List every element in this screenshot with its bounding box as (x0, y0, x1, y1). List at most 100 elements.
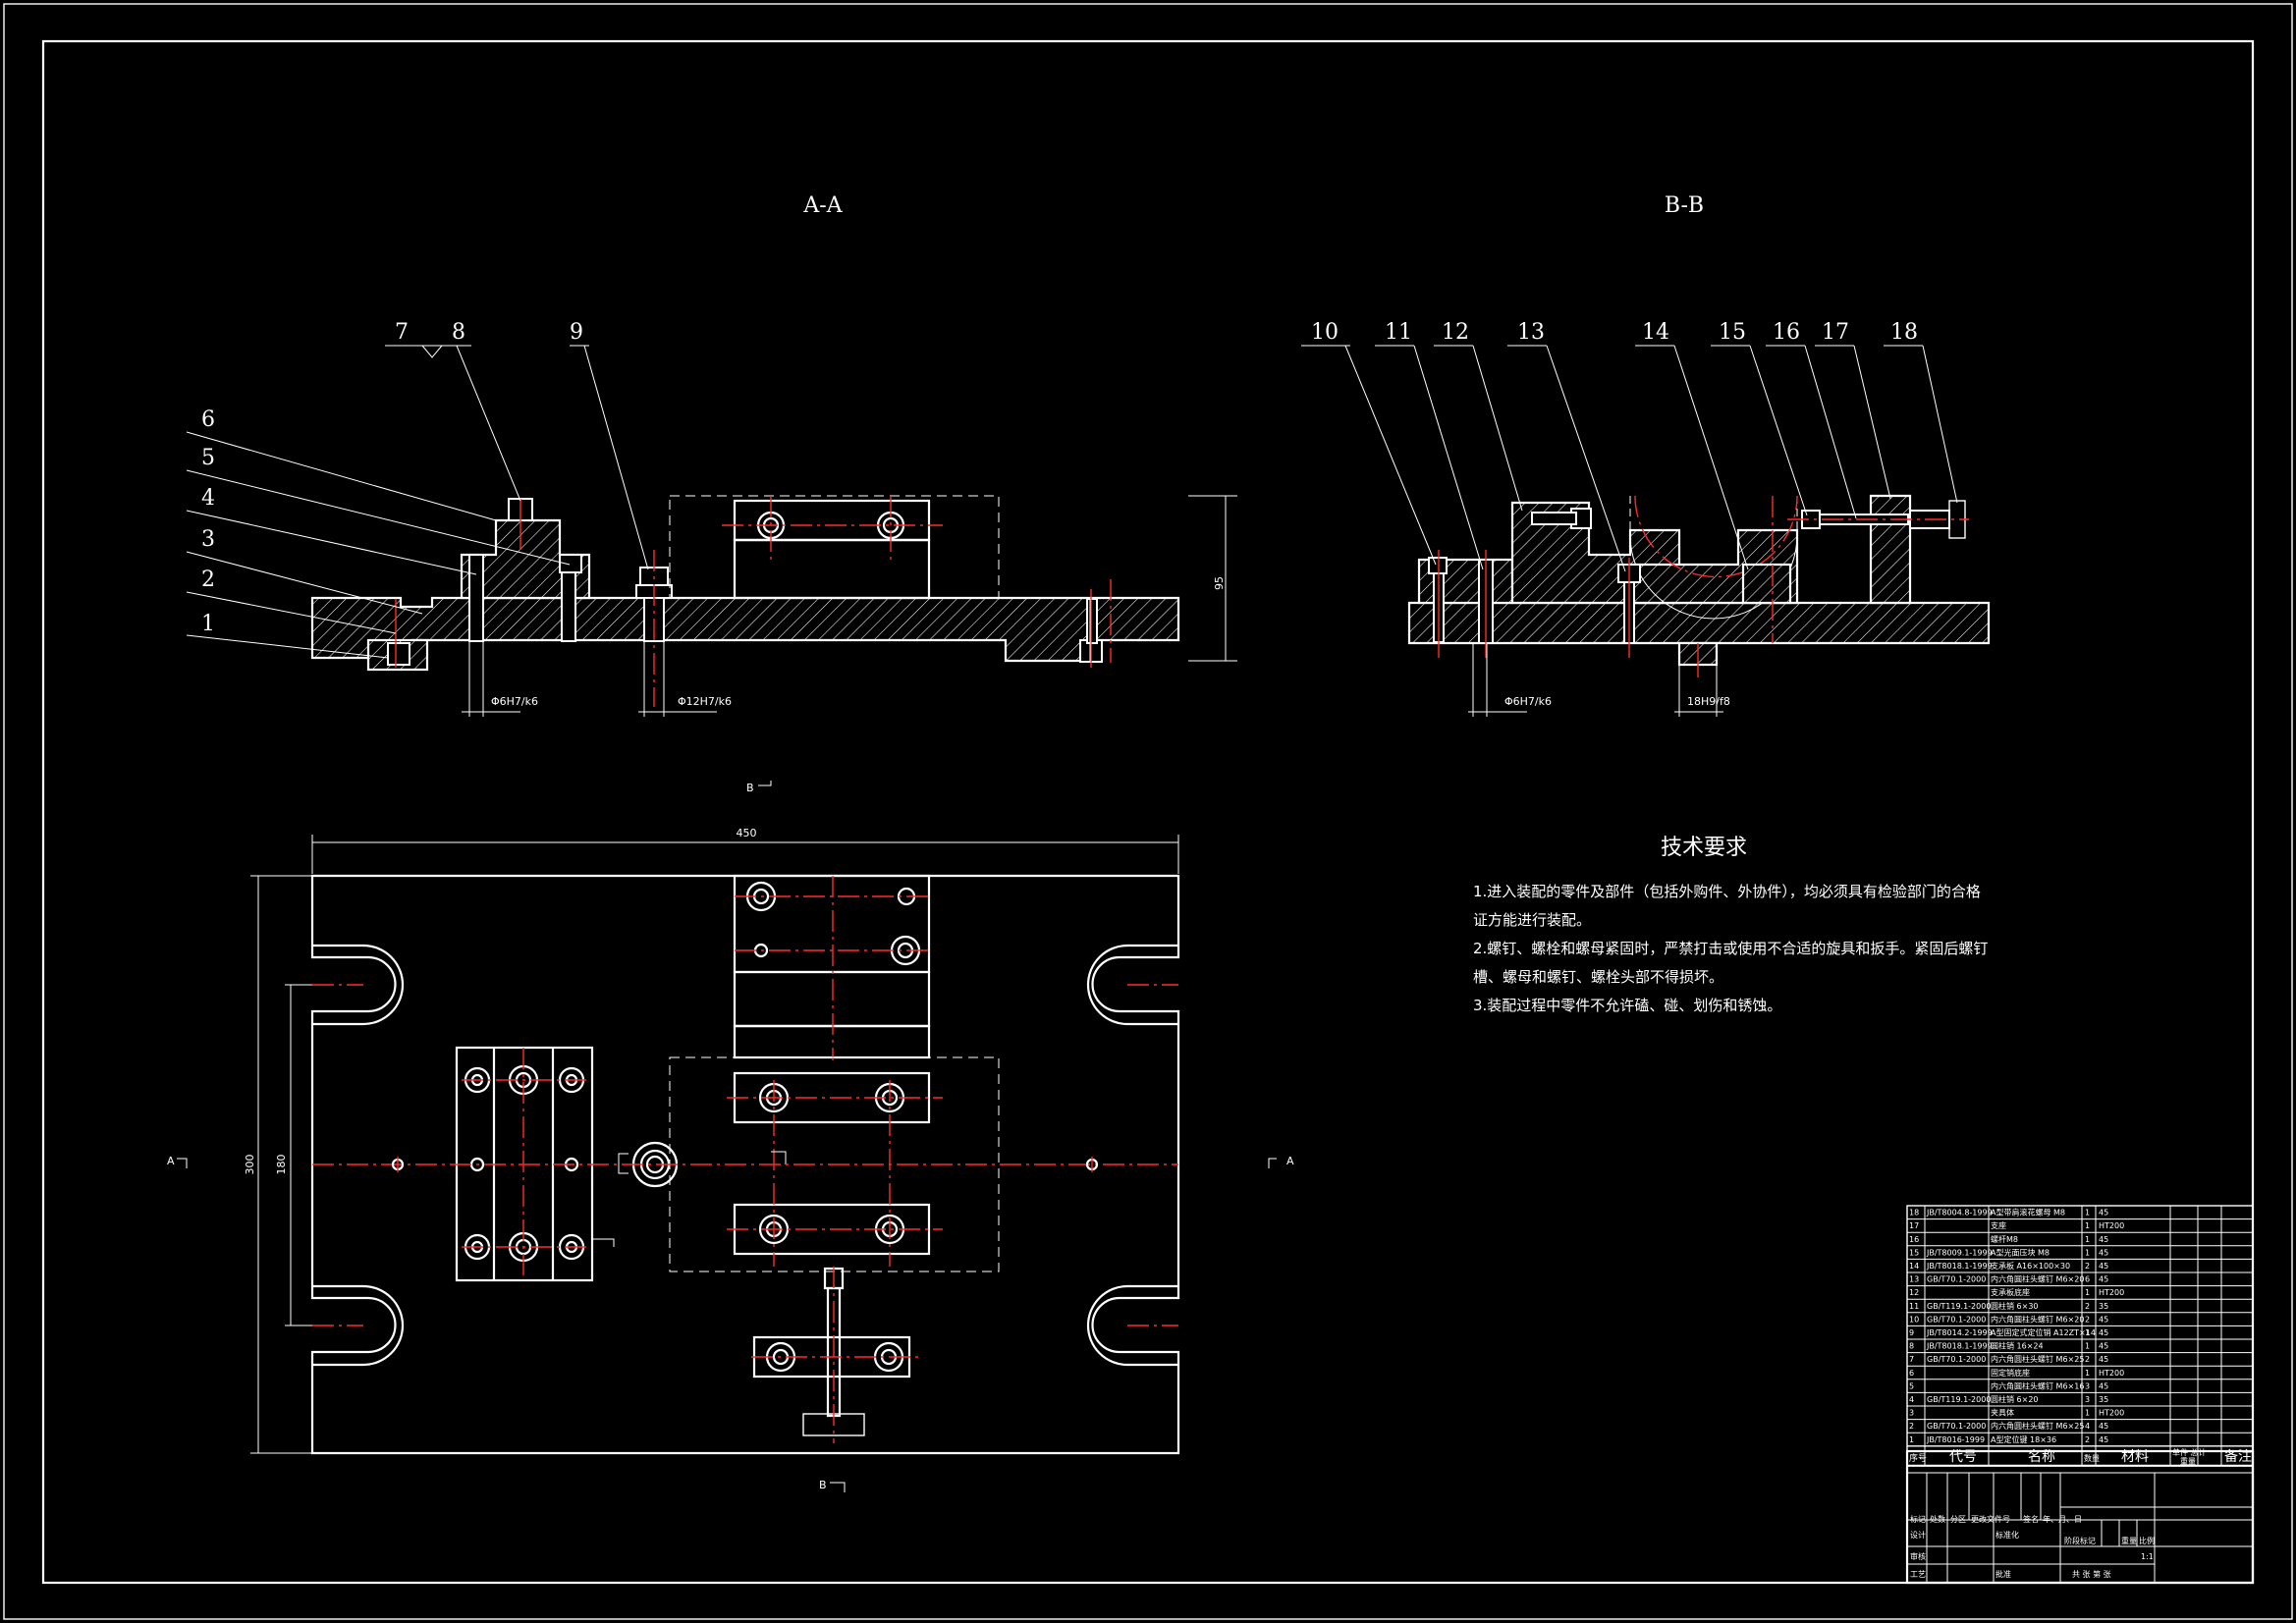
bom-cell-code: JB/T8014.2-1999 (1926, 1328, 1993, 1337)
bom-cell-seq: 12 (1909, 1288, 1919, 1297)
dim-fit-bb-1: Φ6H7/k6 (1504, 695, 1552, 708)
bom-cell-qty: 2 (2085, 1435, 2090, 1444)
bom-cell-name: 支承板 A16×100×30 (1991, 1261, 2070, 1271)
bom-cell-name: A型光面压块 M8 (1991, 1247, 2050, 1257)
part-label-7: 7 (395, 320, 409, 345)
tb-scale-value: 1:1 (2141, 1552, 2154, 1561)
tb-count: 处数 (1930, 1514, 1945, 1524)
bom-cell-material: 35 (2099, 1302, 2108, 1311)
bom-cell-seq: 15 (1909, 1248, 1919, 1257)
bom-cell-material: 45 (2099, 1342, 2108, 1351)
tb-process: 工艺 (1910, 1570, 1926, 1579)
bom-header-material: 材料 (2121, 1449, 2149, 1465)
bom-cell-code: GB/T119.1-2000 (1927, 1302, 1991, 1311)
section-aa-view: A-A (186, 193, 1237, 717)
dim-fit-bb-2: 18H9/f8 (1687, 695, 1730, 708)
bom-cell-code: GB/T70.1-2000 (1927, 1275, 1986, 1284)
bom-cell-qty: 6 (2085, 1275, 2090, 1284)
bom-cell-seq: 8 (1909, 1342, 1914, 1351)
part-label-14: 14 (1642, 320, 1669, 345)
bom-cell-name: A型带肩滚花螺母 M8 (1991, 1208, 2065, 1217)
bom-cell-name: 内六角圆柱头螺钉 M6×16 (1991, 1380, 2084, 1390)
part-label-18: 18 (1890, 320, 1918, 345)
tb-change-doc: 更改文件号 (1971, 1514, 2010, 1524)
bom-cell-qty: 1 (2085, 1369, 2090, 1378)
section-marker-a-right: A (1286, 1155, 1294, 1167)
bom-cell-material: 45 (2099, 1381, 2108, 1390)
bom-cell-name: A型固定式定位销 A12ZT×14 (1991, 1327, 2096, 1337)
bom-cell-seq: 13 (1909, 1275, 1919, 1284)
plan-view: B B A A (167, 781, 1294, 1492)
section-bb-title: B-B (1665, 193, 1704, 218)
bom-cell-code: JB/T8018.1-1999 (1926, 1262, 1993, 1271)
section-marker-a-left: A (167, 1155, 175, 1167)
part-label-10: 10 (1311, 320, 1339, 345)
bom-cell-name: 圆柱销 6×20 (1991, 1394, 2039, 1404)
inner-border (41, 39, 2255, 1585)
bom-cell-material: 45 (2099, 1235, 2108, 1244)
bom-cell-material: HT200 (2099, 1369, 2124, 1378)
bom-cell-code: GB/T119.1-2000 (1927, 1395, 1991, 1404)
tb-weight: 重量 (2121, 1536, 2137, 1545)
tb-stage: 阶段标记 (2064, 1536, 2096, 1545)
bom-cell-material: 45 (2099, 1315, 2108, 1324)
bom-cell-name: 圆柱销 6×30 (1991, 1301, 2039, 1311)
bom-cell-seq: 2 (1909, 1422, 1914, 1431)
bom-cell-code: JB/T8009.1-1999 (1926, 1248, 1993, 1257)
bom-cell-qty: 1 (2085, 1288, 2090, 1297)
bom-cell-seq: 10 (1909, 1315, 1919, 1324)
bom-cell-name: 内六角圆柱头螺钉 M6×25 (1991, 1354, 2084, 1364)
bom-header-weight-sub: 重量 (2180, 1456, 2196, 1466)
tb-sign: 签名 (2023, 1514, 2039, 1524)
bom-cell-code: GB/T70.1-2000 (1927, 1315, 1986, 1324)
dim-fit-aa-1: Φ6H7/k6 (491, 695, 538, 708)
part-label-15: 15 (1719, 320, 1746, 345)
part-label-3: 3 (201, 527, 215, 552)
section-marker-b-bottom: B (819, 1479, 827, 1491)
bom-cell-name: 夹具体 (1991, 1408, 2014, 1418)
bom-cell-material: 45 (2099, 1422, 2108, 1431)
bom-cell-code: JB/T8016-1999 (1926, 1435, 1985, 1444)
bom-cell-qty: 1 (2085, 1409, 2090, 1418)
dim-450: 450 (737, 827, 757, 839)
bom-cell-name: 内六角圆柱头螺钉 M6×20 (1991, 1314, 2084, 1324)
bom-cell-qty: 3 (2085, 1395, 2090, 1404)
bom-cell-qty: 2 (2085, 1302, 2090, 1311)
part-label-9: 9 (570, 320, 583, 345)
bom-cell-seq: 5 (1909, 1381, 1914, 1390)
part-label-16: 16 (1773, 320, 1800, 345)
tb-design: 设计 (1910, 1530, 1926, 1540)
bom-cell-material: 45 (2099, 1355, 2108, 1364)
bom-cell-name: 内六角圆柱头螺钉 M6×25 (1991, 1421, 2084, 1431)
bom-cell-material: 45 (2099, 1435, 2108, 1444)
part-label-5: 5 (201, 446, 215, 470)
part-label-8: 8 (452, 320, 465, 345)
bom-header-qty: 数量 (2084, 1453, 2100, 1463)
section-aa-title: A-A (802, 193, 843, 218)
tb-standard: 标准化 (1995, 1530, 2019, 1540)
bom-cell-seq: 16 (1909, 1235, 1919, 1244)
bom-cell-qty: 3 (2085, 1381, 2090, 1390)
bom-cell-code: GB/T70.1-2000 (1927, 1422, 1986, 1431)
section-bb-view: B-B 10 (1301, 193, 1991, 717)
part-label-1: 1 (201, 612, 215, 636)
bom-cell-seq: 14 (1909, 1262, 1919, 1271)
part-label-13: 13 (1517, 320, 1545, 345)
tb-approve: 批准 (1995, 1569, 2011, 1579)
bom-cell-name: 固定销底座 (1991, 1368, 2030, 1378)
bom-cell-seq: 1 (1909, 1435, 1914, 1444)
title-block: 标记 处数 分区 更改文件号 签名 年、月、日 设计 标准化 审核 工艺 批准 … (1905, 1449, 2255, 1585)
tb-scale: 比例 (2139, 1536, 2155, 1545)
bom-cell-seq: 9 (1909, 1328, 1914, 1337)
dim-fit-aa-2: Φ12H7/k6 (678, 695, 732, 708)
part-label-4: 4 (201, 486, 215, 511)
bom-cell-material: 45 (2099, 1248, 2108, 1257)
bom-cell-qty: 1 (2085, 1209, 2090, 1217)
part-label-12: 12 (1442, 320, 1469, 345)
dim-180: 180 (275, 1155, 288, 1175)
dim-95: 95 (1213, 576, 1226, 590)
tech-req-title: 技术要求 (1661, 836, 1747, 860)
dim-300: 300 (244, 1155, 256, 1175)
